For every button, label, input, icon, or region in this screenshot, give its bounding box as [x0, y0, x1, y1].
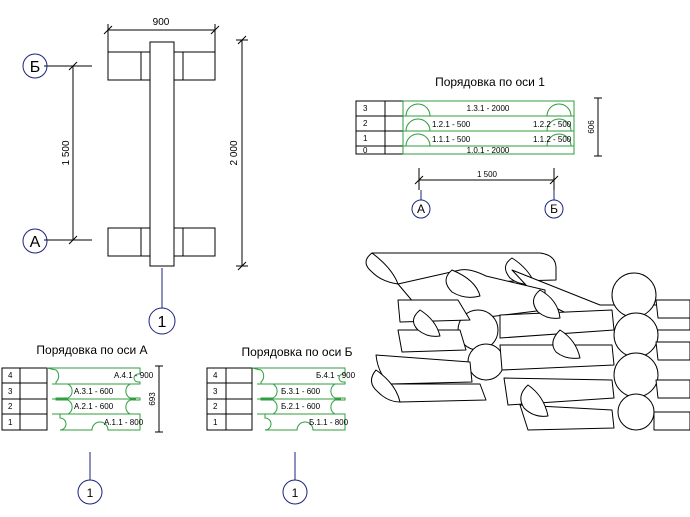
svg-text:2: 2	[8, 402, 13, 411]
row-number-column-b: 4 3 2 1	[206, 367, 253, 431]
log-b-3-1: Б.3.1 - 600	[281, 387, 321, 396]
plan-log-outline	[107, 41, 216, 267]
log-1-2-2: 1.2.2 - 500	[533, 120, 572, 129]
section-axis-1-title: Порядовка по оси 1	[435, 75, 545, 89]
plan-axes-label: 1 500	[61, 140, 72, 165]
svg-text:1: 1	[363, 134, 368, 143]
axis-marker-b-small: Б	[544, 190, 564, 219]
log-1-1-1: 1.1.1 - 500	[432, 135, 471, 144]
svg-text:3: 3	[8, 387, 13, 396]
plan-width-dimension: 900	[103, 17, 220, 54]
plan-height-dimension: 2 000	[229, 35, 248, 271]
axis-marker-1: 1	[148, 268, 176, 335]
svg-text:2: 2	[363, 119, 368, 128]
svg-text:1: 1	[292, 486, 299, 500]
svg-text:3: 3	[363, 104, 368, 113]
svg-text:А: А	[417, 202, 425, 216]
log-b-1-1: Б.1.1 - 800	[309, 418, 349, 427]
axis-marker-b: Б	[22, 53, 48, 79]
svg-text:1: 1	[8, 418, 13, 427]
section-axis-a-title: Порядовка по оси А	[36, 343, 147, 357]
row-number-column-a: 4 3 2 1	[1, 367, 48, 431]
svg-text:1: 1	[213, 418, 218, 427]
log-1-1-2: 1.1.2 - 500	[533, 135, 572, 144]
axis-marker-1-section-a: 1	[77, 452, 103, 505]
axis-marker-a: А	[22, 228, 48, 254]
row-number-column: 3 2 1 0	[355, 100, 404, 155]
svg-text:1: 1	[158, 314, 167, 331]
isometric-log-view	[365, 252, 690, 431]
plan-view: 900 2 000 1 500	[22, 17, 248, 335]
logs-axis-b: Б.4.1 - 900 Б.3.1 - 600 Б.2.1 - 600 Б.1.…	[251, 367, 356, 431]
logs-axis-a: А.4.1 - 900 А.3.1 - 600 А.2.1 - 600 А.1.…	[46, 367, 154, 431]
section-axis-a: Порядовка по оси А 4 3 2 1 А.4.1 - 900 А…	[1, 343, 163, 505]
log-1-0-1: 1.0.1 - 2000	[467, 146, 510, 155]
log-b-4-1: Б.4.1 - 900	[316, 371, 356, 380]
svg-text:А: А	[30, 234, 41, 251]
plan-axes-dimension: 1 500	[44, 61, 92, 245]
svg-text:606: 606	[587, 120, 596, 134]
axis-marker-1-section-b: 1	[282, 452, 308, 505]
svg-text:0: 0	[363, 146, 368, 155]
svg-text:4: 4	[213, 371, 218, 380]
section-axis-1-height-dimension: 606	[587, 97, 602, 157]
axis-marker-a-small: А	[411, 190, 431, 219]
section-axis-1: Порядовка по оси 1 3 2 1 0 1.3.1 - 2000 …	[355, 75, 602, 219]
svg-text:1 500: 1 500	[477, 170, 498, 179]
log-a-4-1: А.4.1 - 900	[114, 371, 154, 380]
svg-text:1: 1	[87, 486, 94, 500]
svg-text:3: 3	[213, 387, 218, 396]
log-b-2-1: Б.2.1 - 600	[281, 402, 321, 411]
svg-text:Б: Б	[30, 59, 41, 76]
log-a-1-1: А.1.1 - 800	[104, 418, 144, 427]
plan-height-label: 2 000	[229, 140, 240, 165]
svg-text:2: 2	[213, 402, 218, 411]
section-axis-b: Порядовка по оси Б 4 3 2 1 Б.4.1 - 900 Б…	[206, 345, 356, 505]
logs-axis-1: 1.3.1 - 2000 1.2.1 - 500 1.2.2 - 500 1.1…	[402, 100, 575, 155]
section-axis-1-span-dimension: 1 500	[414, 168, 559, 190]
svg-text:Б: Б	[550, 202, 558, 216]
log-a-2-1: А.2.1 - 600	[74, 402, 114, 411]
log-1-3-1: 1.3.1 - 2000	[467, 104, 510, 113]
log-a-3-1: А.3.1 - 600	[74, 387, 114, 396]
section-axis-a-height-dimension: 693	[148, 365, 163, 433]
section-axis-b-title: Порядовка по оси Б	[242, 345, 353, 359]
log-1-2-1: 1.2.1 - 500	[432, 120, 471, 129]
svg-text:693: 693	[148, 392, 157, 406]
plan-width-label: 900	[153, 17, 170, 28]
svg-text:4: 4	[8, 371, 13, 380]
